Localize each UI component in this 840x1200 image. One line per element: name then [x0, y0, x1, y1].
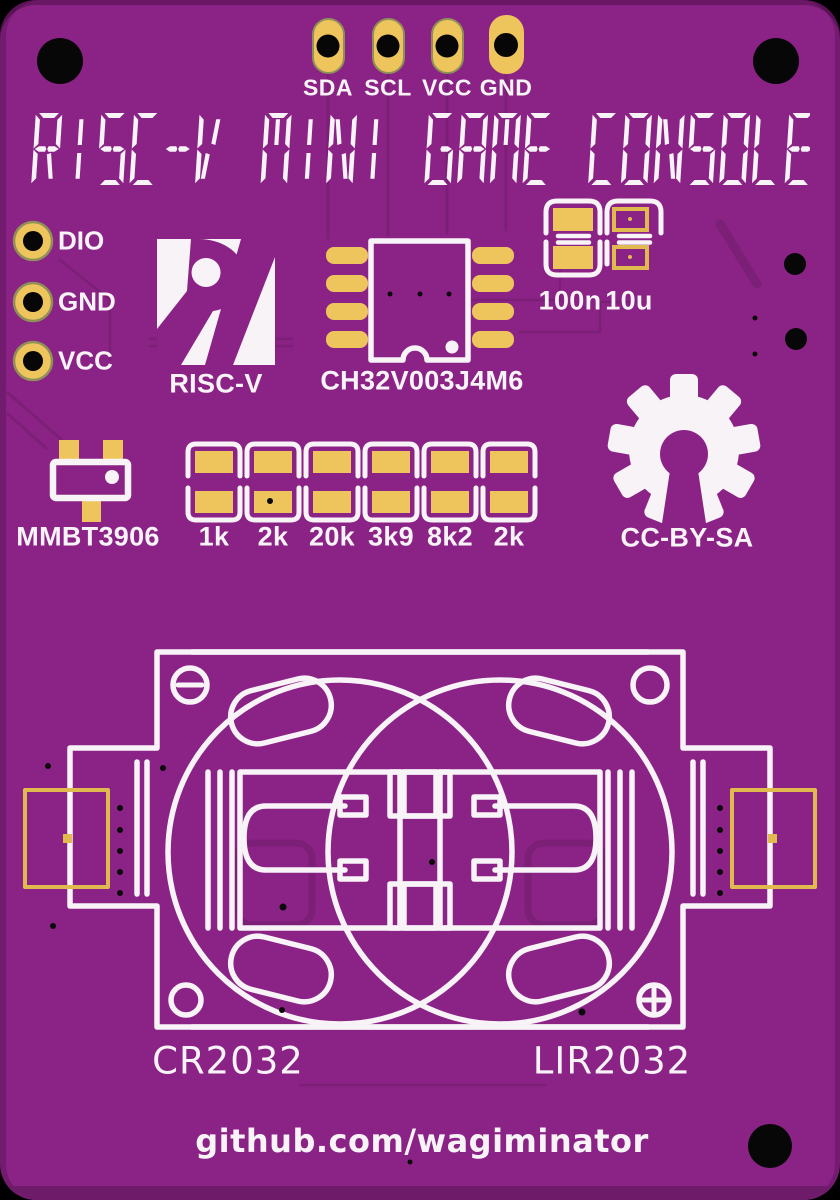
top-pad-label-sda: SDA [302, 74, 354, 101]
resistor-label-1: 2k [257, 521, 289, 552]
board-bottom-edge [0, 1186, 840, 1200]
resistor-pads [195, 451, 528, 513]
battery-left-label: CR2032 [152, 1039, 304, 1083]
gold-pads [12, 15, 649, 522]
mounting-holes [37, 38, 807, 1168]
battery-right-label: LIR2032 [532, 1039, 692, 1083]
cap-footprints [543, 198, 664, 278]
footer-url: github.com/wagiminator [195, 1122, 649, 1160]
silkscreen [25, 198, 815, 1027]
cap-10u-pads [612, 207, 649, 270]
mcu-footprint [368, 238, 471, 363]
top-header-pads [312, 15, 524, 74]
left-pad-label-vcc: VCC [58, 345, 113, 376]
left-pad-label-gnd: GND [58, 286, 116, 317]
riscv-logo-icon [157, 238, 275, 365]
resistor-label-2: 20k [309, 521, 355, 552]
mcu-pads [326, 247, 514, 348]
resistor-label-4: 8k2 [427, 521, 473, 552]
cap-label-100n: 100n [538, 285, 602, 316]
screw-plus-icon [640, 986, 668, 1014]
resistor-label-5: 2k [493, 521, 525, 552]
board-title-lcd [31, 113, 810, 185]
pcb-traces [6, 71, 762, 1087]
resistor-label-3: 3k9 [368, 521, 414, 552]
oshw-gear-icon [607, 374, 761, 530]
left-pad-label-dio: DIO [58, 225, 105, 256]
cap-pads [553, 208, 593, 269]
riscv-logo-label: RISC-V [169, 368, 263, 399]
transistor-footprint [49, 458, 132, 502]
top-pad-label-vcc: VCC [421, 74, 473, 101]
mcu-label: CH32V003J4M6 [320, 365, 524, 396]
top-pad-label-gnd: GND [479, 74, 533, 101]
drill-holes [23, 33, 518, 371]
vias [45, 291, 758, 1165]
resistor-footprints [185, 441, 538, 523]
cap-label-10u: 10u [605, 285, 653, 316]
transistor-label: MMBT3906 [16, 521, 160, 552]
license-label: CC-BY-SA [620, 522, 754, 553]
resistor-label-0: 1k [198, 521, 230, 552]
transistor-pads [59, 440, 123, 522]
top-pad-label-scl: SCL [364, 74, 412, 101]
